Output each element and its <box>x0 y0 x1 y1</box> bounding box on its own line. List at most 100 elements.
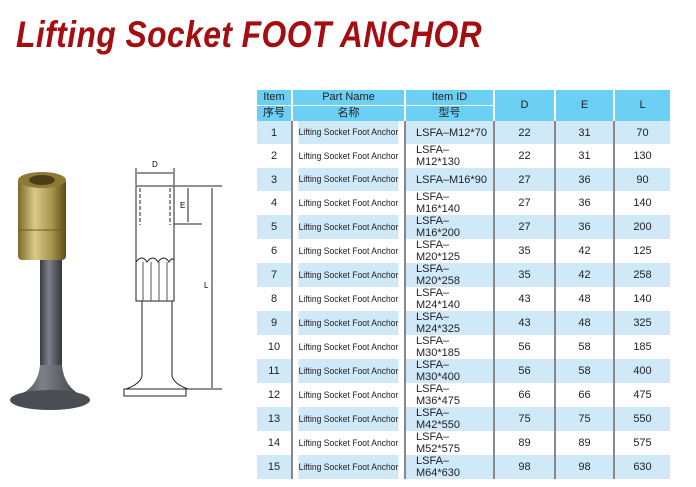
cell-item-id: LSFA–M30*400 <box>404 359 494 383</box>
technical-drawing: D E L <box>123 160 222 397</box>
cell-d: 27 <box>493 168 555 191</box>
cell-part-name: Lifting Socket Foot Anchor <box>296 121 400 144</box>
cell-item-id: LSFA–M42*550 <box>404 407 494 431</box>
cell-e: 31 <box>554 121 614 144</box>
cell-e: 48 <box>554 287 614 311</box>
cell-part-name: Lifting Socket Foot Anchor <box>296 144 400 168</box>
cell-l: 125 <box>613 239 670 263</box>
header-item-id: Item ID <box>404 90 494 106</box>
page-title: Lifting Socket FOOT ANCHOR <box>16 14 483 55</box>
cell-e: 36 <box>554 191 614 215</box>
cell-d: 27 <box>493 215 555 239</box>
header-l: L <box>613 90 670 121</box>
cell-l: 140 <box>613 287 670 311</box>
cell-d: 98 <box>493 455 555 479</box>
cell-item: 11 <box>257 359 292 383</box>
dimension-d-label: D <box>152 160 158 169</box>
cell-e: 75 <box>554 407 614 431</box>
cell-item-id: LSFA–M12*130 <box>404 144 494 168</box>
cell-l: 185 <box>613 335 670 359</box>
cell-d: 35 <box>493 263 555 287</box>
cell-e: 58 <box>554 335 614 359</box>
cell-d: 75 <box>493 407 555 431</box>
cell-l: 140 <box>613 191 670 215</box>
cell-item-id: LSFA–M24*140 <box>404 287 494 311</box>
header-item: Item <box>257 90 292 106</box>
cell-item: 15 <box>257 455 292 479</box>
product-photo <box>10 172 90 410</box>
cell-part-name: Lifting Socket Foot Anchor <box>296 455 400 479</box>
cell-l: 130 <box>613 144 670 168</box>
cell-e: 31 <box>554 144 614 168</box>
cell-e: 42 <box>554 239 614 263</box>
cell-item: 4 <box>270 197 278 209</box>
cell-item: 2 <box>270 150 278 162</box>
cell-part-name: Lifting Socket Foot Anchor <box>296 215 400 239</box>
header-e: E <box>554 90 614 121</box>
cell-item: 14 <box>267 437 281 449</box>
cell-l: 258 <box>613 263 670 287</box>
cell-d: 66 <box>493 383 555 407</box>
cell-item: 12 <box>267 389 281 401</box>
cell-item: 3 <box>257 168 292 191</box>
cell-e: 98 <box>554 455 614 479</box>
cell-l: 550 <box>613 407 670 431</box>
cell-e: 48 <box>554 311 614 335</box>
cell-e: 42 <box>554 263 614 287</box>
cell-l: 70 <box>613 121 670 144</box>
cell-d: 22 <box>493 144 555 168</box>
header-item-cn: 序号 <box>257 105 292 121</box>
cell-l: 200 <box>613 215 670 239</box>
cell-item-id: LSFA–M36*475 <box>404 383 494 407</box>
cell-part-name: Lifting Socket Foot Anchor <box>296 168 400 191</box>
cell-part-name: Lifting Socket Foot Anchor <box>296 359 400 383</box>
cell-d: 43 <box>493 287 555 311</box>
cell-l: 90 <box>613 168 670 191</box>
cell-item-id: LSFA–M12*70 <box>404 121 494 144</box>
cell-item: 10 <box>267 341 281 353</box>
cell-e: 89 <box>554 431 614 455</box>
cell-d: 35 <box>493 239 555 263</box>
cell-item-id: LSFA–M16*200 <box>404 215 494 239</box>
header-part-name-cn: 名称 <box>291 105 405 121</box>
cell-item: 13 <box>257 407 292 431</box>
cell-item: 8 <box>270 293 278 305</box>
cell-l: 575 <box>613 431 670 455</box>
cell-item-id: LSFA–M64*630 <box>404 455 494 479</box>
header-part-name: Part Name <box>291 90 405 106</box>
cell-d: 43 <box>493 311 555 335</box>
cell-part-name: Lifting Socket Foot Anchor <box>296 287 400 311</box>
cell-part-name: Lifting Socket Foot Anchor <box>296 407 400 431</box>
cell-d: 56 <box>493 359 555 383</box>
cell-l: 325 <box>613 311 670 335</box>
cell-l: 630 <box>613 455 670 479</box>
cell-d: 89 <box>493 431 555 455</box>
cell-item-id: LSFA–M52*575 <box>404 431 494 455</box>
cell-e: 36 <box>554 168 614 191</box>
dimension-e-label: E <box>180 201 185 210</box>
cell-item-id: LSFA–M20*125 <box>404 239 494 263</box>
cell-d: 22 <box>493 121 555 144</box>
cell-item: 6 <box>270 245 278 257</box>
cell-part-name: Lifting Socket Foot Anchor <box>296 191 400 215</box>
cell-item-id: LSFA–M16*140 <box>404 191 494 215</box>
cell-item: 7 <box>257 263 292 287</box>
dimension-l-label: L <box>204 281 209 290</box>
cell-d: 56 <box>493 335 555 359</box>
cell-e: 66 <box>554 383 614 407</box>
cell-part-name: Lifting Socket Foot Anchor <box>296 383 400 407</box>
